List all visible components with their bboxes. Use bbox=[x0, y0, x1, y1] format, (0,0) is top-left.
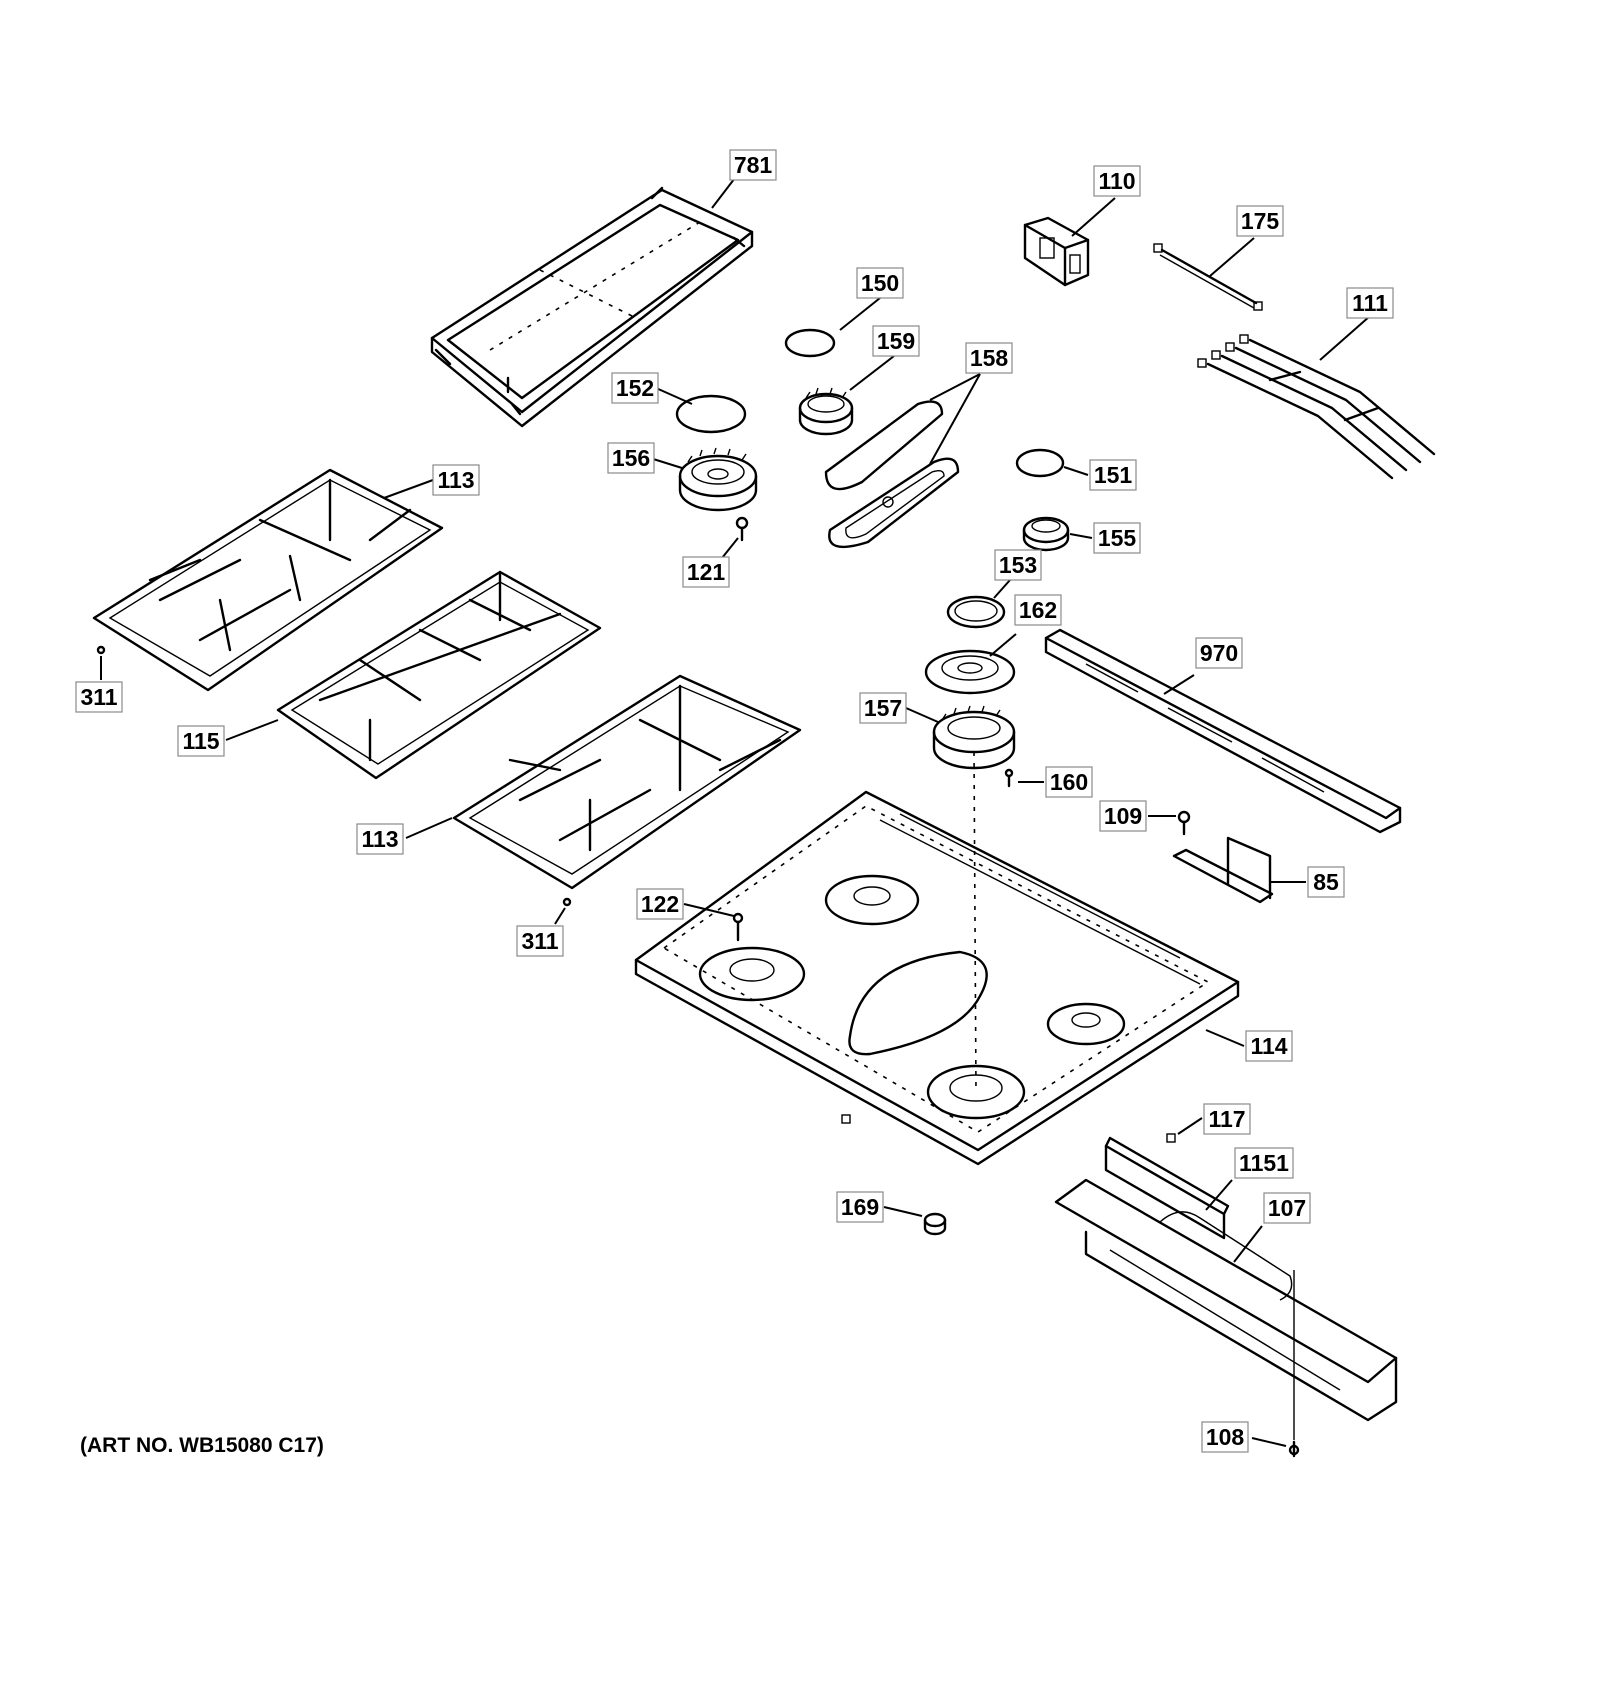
burner-cap-150-drawing bbox=[784, 328, 836, 358]
svg-text:158: 158 bbox=[970, 345, 1009, 371]
label-85: 85 bbox=[1307, 866, 1345, 898]
label-162: 162 bbox=[1014, 594, 1062, 626]
art-number: (ART NO. WB15080 C17) bbox=[80, 1434, 324, 1457]
svg-text:159: 159 bbox=[877, 328, 915, 354]
label-113-bottom: 113 bbox=[356, 823, 404, 855]
label-781: 781 bbox=[729, 149, 777, 181]
label-110: 110 bbox=[1093, 165, 1141, 197]
bracket-85-drawing bbox=[1172, 836, 1274, 904]
grate-113-bottom-drawing bbox=[452, 674, 802, 890]
svg-text:311: 311 bbox=[80, 684, 117, 710]
plate-162-drawing bbox=[924, 649, 1016, 695]
seal-1151-drawing bbox=[1104, 1136, 1230, 1240]
label-151: 151 bbox=[1089, 459, 1137, 491]
svg-text:157: 157 bbox=[864, 695, 902, 721]
label-311-bottom: 311 bbox=[516, 925, 564, 957]
cooktop-114-drawing bbox=[634, 751, 1240, 1166]
label-155: 155 bbox=[1093, 522, 1141, 554]
label-159: 159 bbox=[872, 325, 920, 357]
label-121: 121 bbox=[682, 556, 730, 588]
svg-text:156: 156 bbox=[612, 445, 650, 471]
rail-970-drawing bbox=[1044, 628, 1402, 834]
grommet-169-drawing bbox=[923, 1212, 947, 1236]
bumper-311-top-drawing bbox=[96, 645, 106, 655]
svg-text:109: 109 bbox=[1104, 803, 1142, 829]
svg-text:153: 153 bbox=[999, 552, 1037, 578]
label-114: 114 bbox=[1245, 1030, 1293, 1062]
label-970: 970 bbox=[1195, 637, 1243, 669]
svg-text:781: 781 bbox=[734, 152, 773, 178]
grate-115-middle-drawing bbox=[276, 570, 602, 780]
burner-head-155-drawing bbox=[1022, 516, 1070, 552]
screw-160-drawing bbox=[1004, 768, 1014, 788]
burner-head-156-drawing bbox=[678, 447, 758, 512]
label-122: 122 bbox=[636, 888, 684, 920]
label-311-top: 311 bbox=[75, 681, 123, 713]
label-169: 169 bbox=[836, 1191, 884, 1223]
svg-text:108: 108 bbox=[1206, 1424, 1245, 1450]
burner-head-159-drawing bbox=[798, 387, 854, 436]
svg-text:115: 115 bbox=[182, 728, 219, 754]
wire-175-drawing bbox=[1153, 243, 1263, 311]
svg-text:117: 117 bbox=[1208, 1106, 1245, 1132]
sensor-module-drawing bbox=[1023, 216, 1090, 287]
screw-108-drawing bbox=[1288, 1440, 1300, 1458]
svg-text:1151: 1151 bbox=[1239, 1150, 1289, 1176]
label-157: 157 bbox=[859, 692, 907, 724]
burner-cap-152-drawing bbox=[675, 394, 747, 434]
label-153: 153 bbox=[994, 549, 1042, 581]
wire-harness-drawing bbox=[1197, 334, 1436, 480]
svg-text:970: 970 bbox=[1200, 640, 1238, 666]
svg-text:155: 155 bbox=[1098, 525, 1137, 551]
burner-cap-151-drawing bbox=[1015, 448, 1065, 478]
label-108: 108 bbox=[1201, 1421, 1249, 1453]
oval-burner-base-drawing bbox=[828, 457, 960, 549]
leader-lines bbox=[100, 173, 1371, 1447]
svg-text:107: 107 bbox=[1268, 1195, 1306, 1221]
svg-text:113: 113 bbox=[361, 826, 398, 852]
nut-117-drawing bbox=[1166, 1133, 1176, 1143]
oval-burner-cap-drawing bbox=[824, 400, 944, 491]
screw-109-drawing bbox=[1177, 810, 1191, 836]
svg-text:113: 113 bbox=[437, 467, 474, 493]
label-111: 111 bbox=[1346, 287, 1394, 319]
svg-text:85: 85 bbox=[1313, 869, 1339, 895]
svg-text:150: 150 bbox=[861, 270, 899, 296]
svg-text:122: 122 bbox=[641, 891, 679, 917]
label-115: 115 bbox=[177, 725, 225, 757]
label-158: 158 bbox=[965, 342, 1013, 374]
panel-107-drawing bbox=[1054, 1178, 1398, 1440]
grate-113-top-drawing bbox=[92, 468, 444, 692]
label-117: 117 bbox=[1203, 1103, 1251, 1135]
svg-text:114: 114 bbox=[1250, 1033, 1287, 1059]
label-113-top: 113 bbox=[432, 464, 480, 496]
svg-text:152: 152 bbox=[616, 375, 654, 401]
label-109: 109 bbox=[1099, 800, 1147, 832]
label-175: 175 bbox=[1236, 205, 1284, 237]
ring-153-drawing bbox=[946, 595, 1006, 629]
screw-122-drawing bbox=[732, 912, 744, 942]
svg-text:121: 121 bbox=[687, 559, 726, 585]
svg-text:110: 110 bbox=[1098, 168, 1135, 194]
svg-text:162: 162 bbox=[1019, 597, 1057, 623]
griddle-drawing bbox=[430, 186, 754, 428]
bumper-311-bottom-drawing bbox=[562, 897, 572, 907]
label-1151: 1151 bbox=[1234, 1147, 1294, 1179]
label-156: 156 bbox=[607, 442, 655, 474]
svg-text:160: 160 bbox=[1050, 769, 1088, 795]
svg-text:169: 169 bbox=[841, 1194, 879, 1220]
label-152: 152 bbox=[611, 372, 659, 404]
svg-text:175: 175 bbox=[1241, 208, 1280, 234]
label-107: 107 bbox=[1263, 1192, 1311, 1224]
screw-121-drawing bbox=[735, 516, 749, 542]
svg-text:311: 311 bbox=[521, 928, 558, 954]
svg-text:151: 151 bbox=[1094, 462, 1133, 488]
burner-head-157-drawing bbox=[932, 705, 1016, 770]
label-160: 160 bbox=[1045, 766, 1093, 798]
nut-cooktop-drawing bbox=[841, 1114, 851, 1124]
svg-text:111: 111 bbox=[1352, 290, 1388, 316]
label-150: 150 bbox=[856, 267, 904, 299]
